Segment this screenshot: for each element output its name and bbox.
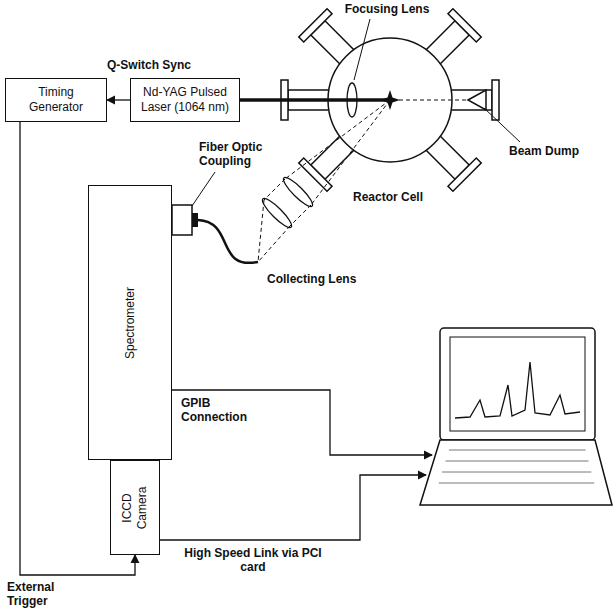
- node-label: Spectrometer: [123, 213, 138, 433]
- fiber-connector: [192, 213, 198, 227]
- port-plate: [448, 158, 481, 191]
- gpib-cable: [172, 390, 432, 455]
- ray: [285, 100, 390, 179]
- part-label: Collecting Lens: [266, 272, 378, 286]
- collecting-lens: [280, 174, 315, 209]
- node-label: Timing Generator: [10, 85, 102, 115]
- part-label: High Speed Link via PCI card: [182, 546, 324, 574]
- beam-dump: [468, 90, 486, 110]
- signal-connector: [107, 99, 130, 100]
- ray: [290, 205, 311, 226]
- ray: [258, 200, 264, 262]
- part-label: Fiber Optic Coupling: [198, 140, 278, 168]
- pci-link: [160, 475, 426, 540]
- laptop-lid: [440, 328, 595, 440]
- signal-label: External Trigger: [6, 580, 70, 608]
- ray: [264, 179, 285, 200]
- port-plate: [448, 9, 481, 42]
- port-plate: [299, 158, 332, 191]
- keyboard-row: [446, 461, 589, 462]
- port-tube: [448, 90, 492, 110]
- leader-line: [354, 19, 370, 80]
- laptop-base: [420, 440, 612, 505]
- timing-generator-box: Timing Generator: [5, 78, 107, 122]
- part-label: Reactor Cell: [352, 190, 449, 204]
- keyboard-row: [442, 472, 591, 473]
- laser-box: Nd-YAG Pulsed Laser (1064 nm): [130, 78, 240, 122]
- leader-line: [192, 172, 215, 206]
- signal-label: Q-Switch Sync: [88, 58, 210, 72]
- part-label: Beam Dump: [508, 144, 600, 158]
- laser-beam: [240, 98, 390, 102]
- laptop-screen: [450, 337, 585, 431]
- ray: [258, 226, 290, 262]
- port-plate: [299, 9, 332, 42]
- camera-box: ICCD Camera: [110, 460, 160, 555]
- collecting-lens: [259, 195, 294, 230]
- optical-fiber: [198, 220, 258, 263]
- port-plate: [492, 80, 499, 120]
- keyboard: [439, 450, 594, 483]
- beam-path: [392, 100, 468, 101]
- spectrometer-box: Spectrometer: [88, 185, 172, 460]
- leader-line: [484, 108, 520, 142]
- spectrum-trace: [455, 362, 580, 418]
- node-label: ICCD Camera: [120, 478, 150, 538]
- node-label: Nd-YAG Pulsed Laser (1064 nm): [135, 85, 235, 115]
- keyboard-row: [439, 483, 594, 484]
- fiber-port: [172, 205, 192, 235]
- collection-rays: [258, 100, 390, 262]
- part-label: GPIB Connection: [180, 396, 262, 424]
- focusing-lens: [347, 83, 357, 117]
- keyboard-row: [449, 450, 586, 451]
- part-label: Focusing Lens: [336, 2, 438, 16]
